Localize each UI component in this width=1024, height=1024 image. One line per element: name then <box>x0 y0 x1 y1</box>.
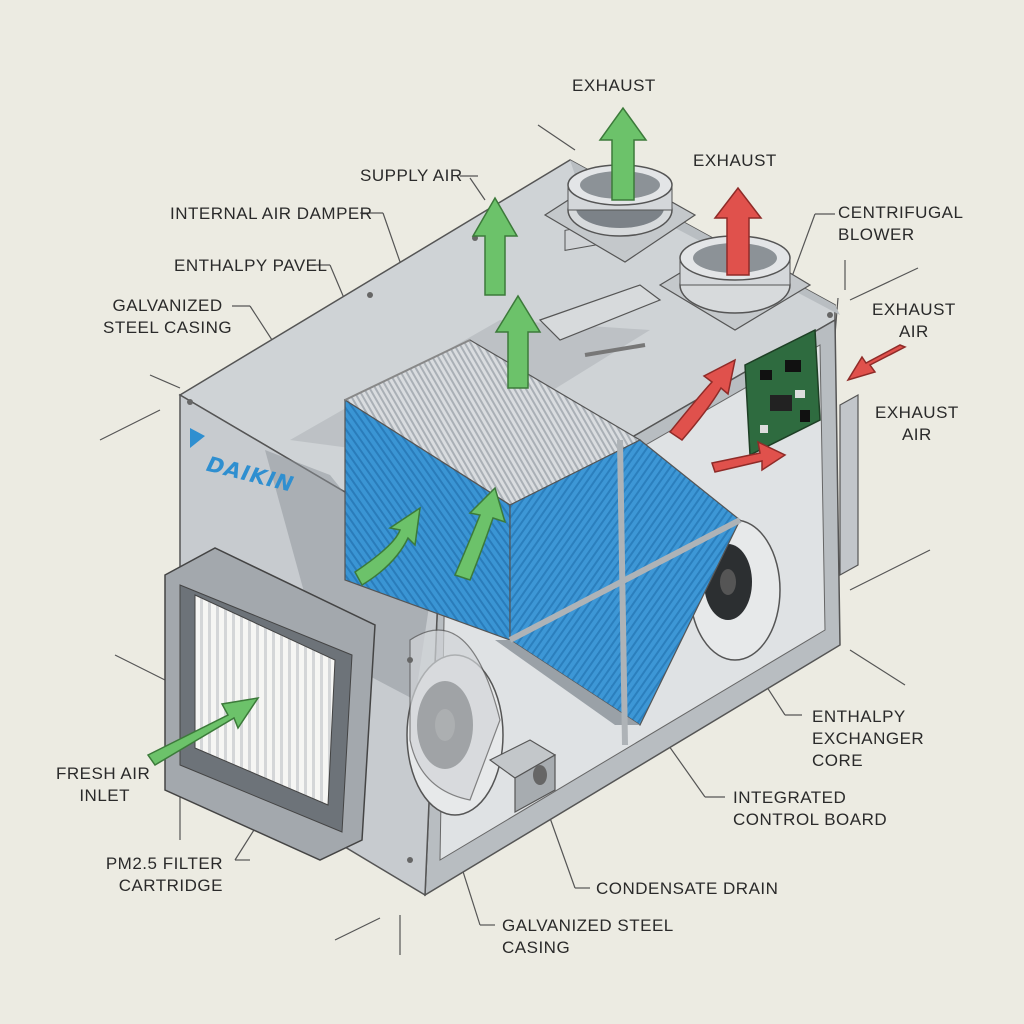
label-condensate-drain: CONDENSATE DRAIN <box>596 879 779 898</box>
pm25-filter-cartridge <box>164 547 376 861</box>
exhaust-arrow-red-curve-1 <box>668 358 737 441</box>
blower-left <box>406 629 504 816</box>
condensate-drain-block <box>488 739 557 814</box>
label-integrated-control-board: INTEGRATED CONTROL BOARD <box>733 788 888 829</box>
brand-logo-mark <box>190 428 205 448</box>
label-enthalpy-pavel: ENTHALPY PAVEL <box>174 256 328 275</box>
label-exhaust-top: EXHAUST <box>572 76 656 95</box>
core-arrow-green-2 <box>453 486 507 581</box>
label-galvanized-steel-casing-bottom: GALVANIZED STEEL CASING <box>502 916 674 957</box>
label-galvanized-steel-casing-top: GALVANIZED STEEL CASING <box>103 296 233 337</box>
exhaust-arrow-red-curve-2 <box>711 440 787 473</box>
label-supply-air: SUPPLY AIR <box>360 166 463 185</box>
label-centrifugal-blower: CENTRIFUGAL BLOWER <box>838 203 964 244</box>
label-exhaust-air-2: EXHAUST AIR <box>875 403 959 444</box>
label-internal-air-damper: INTERNAL AIR DAMPER <box>170 204 373 223</box>
label-pm25-filter-cartridge: PM2.5 FILTER CARTRIDGE <box>105 854 223 895</box>
exhaust-arrow-red <box>713 186 763 276</box>
control-board <box>744 328 821 457</box>
enthalpy-core <box>343 339 742 746</box>
supply-air-arrow-upper <box>471 196 519 296</box>
label-enthalpy-exchanger-core: ENTHALPY EXCHANGER CORE <box>812 707 925 770</box>
label-exhaust-mid: EXHAUST <box>693 151 777 170</box>
core-arrow-green-1 <box>354 506 421 587</box>
exhaust-arrow-green <box>598 106 648 201</box>
label-exhaust-air-1: EXHAUST AIR <box>872 300 956 341</box>
fresh-air-arrow <box>146 696 260 767</box>
supply-air-arrow-lower <box>494 294 542 389</box>
label-fresh-air-inlet: FRESH AIR INLET <box>56 764 151 805</box>
exhaust-air-arrow-red <box>846 344 907 382</box>
